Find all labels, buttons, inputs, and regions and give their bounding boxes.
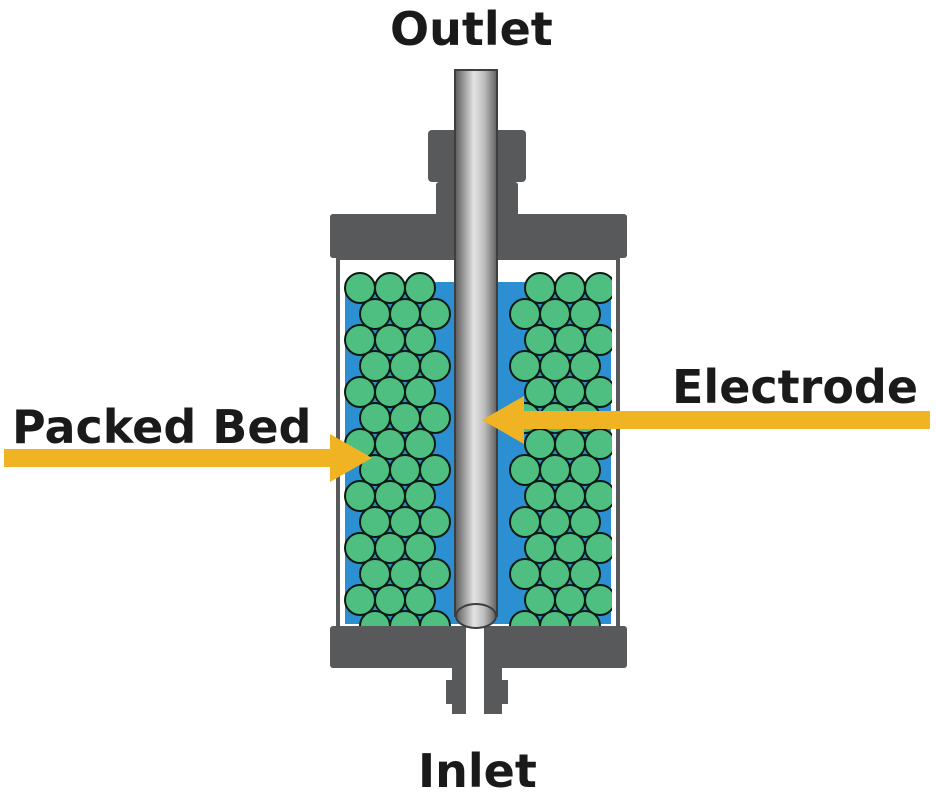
bead — [524, 272, 556, 304]
bead — [569, 298, 601, 330]
bead — [584, 376, 612, 408]
bead — [554, 532, 586, 564]
bead — [419, 610, 451, 626]
electrode-shaft — [454, 69, 498, 617]
bead — [359, 402, 391, 434]
bead — [524, 532, 556, 564]
bead — [419, 298, 451, 330]
bead — [419, 558, 451, 590]
bead — [374, 428, 406, 460]
bead — [374, 376, 406, 408]
bead — [389, 454, 421, 486]
bead — [569, 610, 601, 626]
bead — [584, 324, 612, 356]
bead — [509, 610, 541, 626]
bead — [419, 454, 451, 486]
bead — [389, 506, 421, 538]
bead — [374, 480, 406, 512]
electrode-rod — [454, 69, 498, 629]
bead — [584, 480, 612, 512]
bead — [509, 506, 541, 538]
bead — [374, 532, 406, 564]
bead — [539, 454, 571, 486]
bead — [359, 558, 391, 590]
bead — [569, 558, 601, 590]
bead — [404, 584, 436, 616]
packed-bed-label: Packed Bed — [12, 400, 312, 454]
electrode-arrow — [482, 396, 930, 444]
bead — [569, 454, 601, 486]
bead — [539, 350, 571, 382]
inlet-channel — [466, 626, 484, 718]
bead — [584, 532, 612, 564]
bead — [419, 506, 451, 538]
bead — [344, 532, 376, 564]
bead — [554, 272, 586, 304]
electrode-arrow-shaft — [520, 411, 930, 429]
bead — [359, 610, 391, 626]
bead — [374, 324, 406, 356]
electrode-arrow-head — [482, 396, 524, 444]
inlet-label: Inlet — [418, 744, 537, 798]
bead — [554, 584, 586, 616]
bead — [344, 272, 376, 304]
packed-bed-arrow-head — [330, 434, 372, 482]
inlet-fitting — [446, 626, 508, 718]
bead — [584, 428, 612, 460]
bead — [554, 480, 586, 512]
bead — [539, 610, 571, 626]
packed-bed-arrow-shaft — [4, 449, 336, 467]
bead — [524, 584, 556, 616]
bead — [404, 376, 436, 408]
bead — [404, 480, 436, 512]
bead — [554, 376, 586, 408]
bead — [359, 298, 391, 330]
bead — [569, 350, 601, 382]
outlet-label: Outlet — [390, 2, 553, 56]
bead — [389, 558, 421, 590]
bead — [569, 506, 601, 538]
bead — [389, 610, 421, 626]
electrode-label: Electrode — [672, 360, 919, 414]
bead — [344, 584, 376, 616]
bead — [389, 402, 421, 434]
packed-bed-beads — [344, 272, 612, 626]
bead — [539, 298, 571, 330]
bead — [404, 532, 436, 564]
bead — [539, 506, 571, 538]
bead — [359, 350, 391, 382]
bead — [584, 584, 612, 616]
bead — [539, 558, 571, 590]
packed-bed-arrow — [4, 434, 372, 482]
bead — [584, 272, 612, 304]
bead — [554, 428, 586, 460]
bead — [419, 402, 451, 434]
bead — [524, 428, 556, 460]
bead — [404, 428, 436, 460]
bead — [359, 506, 391, 538]
bead — [389, 298, 421, 330]
bead — [524, 480, 556, 512]
bead — [374, 272, 406, 304]
bead — [389, 350, 421, 382]
bead — [344, 324, 376, 356]
bead — [524, 376, 556, 408]
bead — [524, 324, 556, 356]
bead — [509, 298, 541, 330]
bead — [419, 350, 451, 382]
bead — [509, 454, 541, 486]
bead — [509, 350, 541, 382]
bead — [374, 584, 406, 616]
bead — [554, 324, 586, 356]
electrode-tip — [455, 603, 497, 629]
bead — [509, 558, 541, 590]
bead — [344, 376, 376, 408]
bead — [404, 272, 436, 304]
bead — [404, 324, 436, 356]
bead — [344, 480, 376, 512]
